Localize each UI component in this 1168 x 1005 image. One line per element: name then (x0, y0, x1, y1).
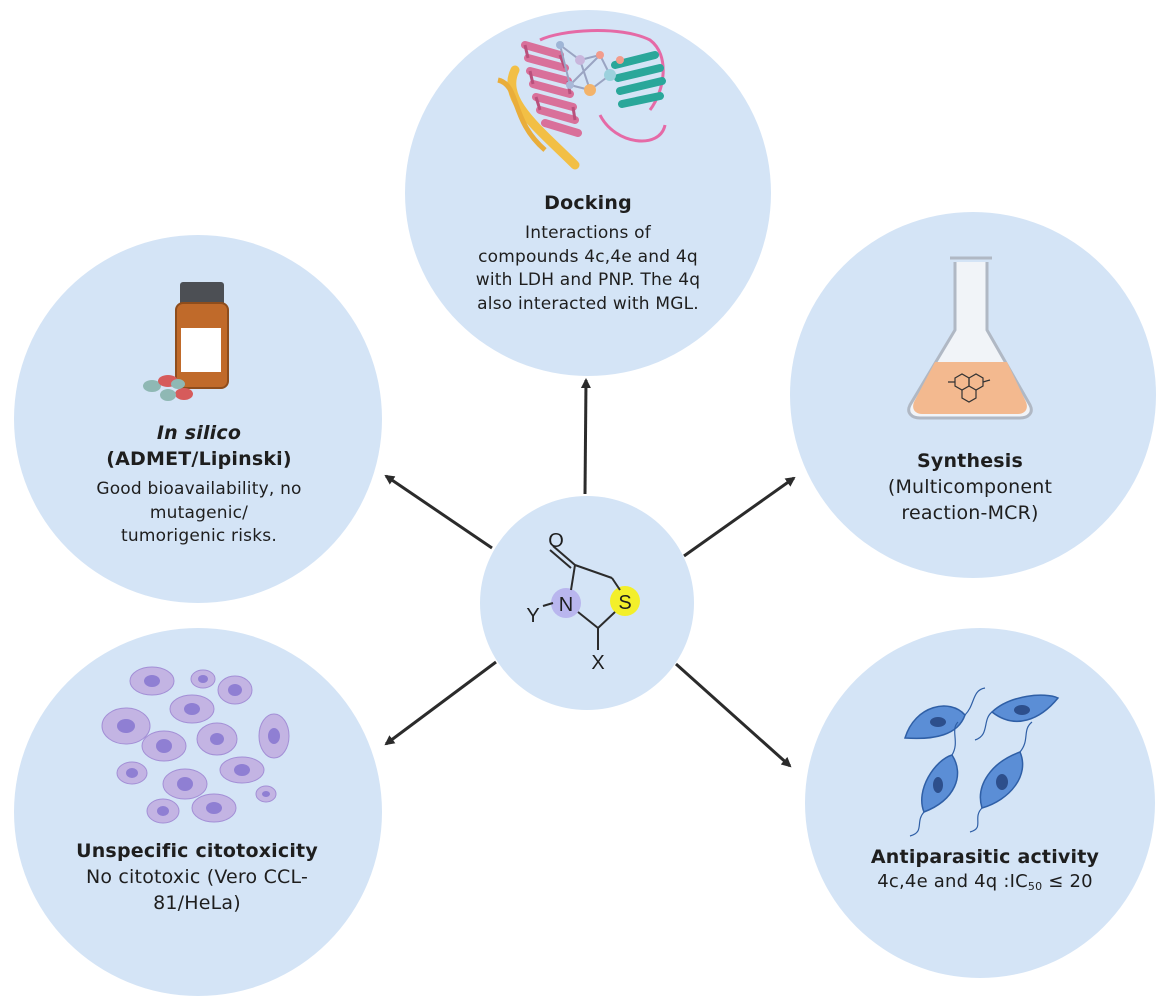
cytotoxicity-text: Unspecific citotoxicity No citotoxic (Ve… (44, 838, 350, 917)
insilico-title-italic: In silico (156, 422, 242, 444)
antiparasitic-text: Antiparasitic activity 4c,4e and 4q :IC5… (835, 844, 1135, 895)
antiparasitic-line: 4c,4e and 4q :IC50 ≤ 20 (835, 870, 1135, 895)
cytotoxicity-line-2: 81/HeLa) (153, 892, 241, 915)
cytotoxicity-title: Unspecific citotoxicity (76, 840, 318, 862)
arrows (384, 378, 796, 768)
antiparasitic-line-prefix: 4c,4e and 4q :IC (877, 871, 1028, 893)
atom-o: O (548, 530, 564, 552)
arrow-to-synthesis (683, 476, 796, 558)
synthesis-line-2: reaction-MCR) (901, 502, 1039, 525)
pill-bottle-icon (143, 282, 229, 401)
docking-line-2: compounds 4c,4e and 4q (478, 246, 698, 267)
center-circle (480, 496, 694, 710)
insilico-line-2: mutagenic/ (149, 502, 249, 523)
arrow-to-insilico (384, 474, 493, 550)
insilico-title: (ADMET/Lipinski) (106, 448, 292, 471)
docking-circle (405, 10, 771, 376)
erlenmeyer-flask-icon (907, 256, 1033, 420)
parasites-icon (904, 687, 1060, 837)
arrow-to-cytotoxicity (384, 660, 497, 746)
protein-structure-icon (497, 29, 667, 170)
arrow-to-docking (580, 378, 591, 495)
antiparasitic-title: Antiparasitic activity (870, 846, 1100, 868)
insilico-line-3: tumorigenic risks. (121, 526, 277, 547)
docking-line-4: also interacted with MGL. (477, 293, 699, 314)
nitrogen-highlight (551, 588, 581, 618)
atom-x: X (591, 652, 604, 674)
docking-line-3: with LDH and PNP. The 4q (475, 270, 701, 291)
thiazolidinone-structure: O N S Y X (526, 530, 640, 674)
atom-n: N (559, 594, 573, 616)
arrow-to-antiparasitic (674, 662, 792, 768)
sulfur-highlight (610, 586, 640, 616)
antiparasitic-line-suffix: ≤ 20 (1042, 871, 1093, 893)
cytotoxicity-line-1: No citotoxic (Vero CCL- (85, 866, 309, 889)
atom-s: S (618, 592, 631, 614)
cells-icon (101, 666, 290, 824)
synthesis-line-1: (Multicomponent (887, 476, 1053, 499)
docking-title: Docking (544, 192, 632, 214)
synthesis-text: Synthesis (Multicomponent reaction-MCR) (830, 448, 1110, 527)
insilico-text: In silico (ADMET/Lipinski) Good bioavail… (54, 420, 344, 549)
atom-y: Y (526, 605, 539, 627)
antiparasitic-line-sub: 50 (1027, 880, 1043, 894)
antiparasitic-circle (805, 628, 1155, 978)
synthesis-title: Synthesis (916, 450, 1024, 472)
docking-line-1: Interactions of (525, 223, 651, 244)
insilico-line-1: Good bioavailability, no (96, 479, 302, 500)
docking-text: Docking Interactions of compounds 4c,4e … (440, 190, 736, 316)
